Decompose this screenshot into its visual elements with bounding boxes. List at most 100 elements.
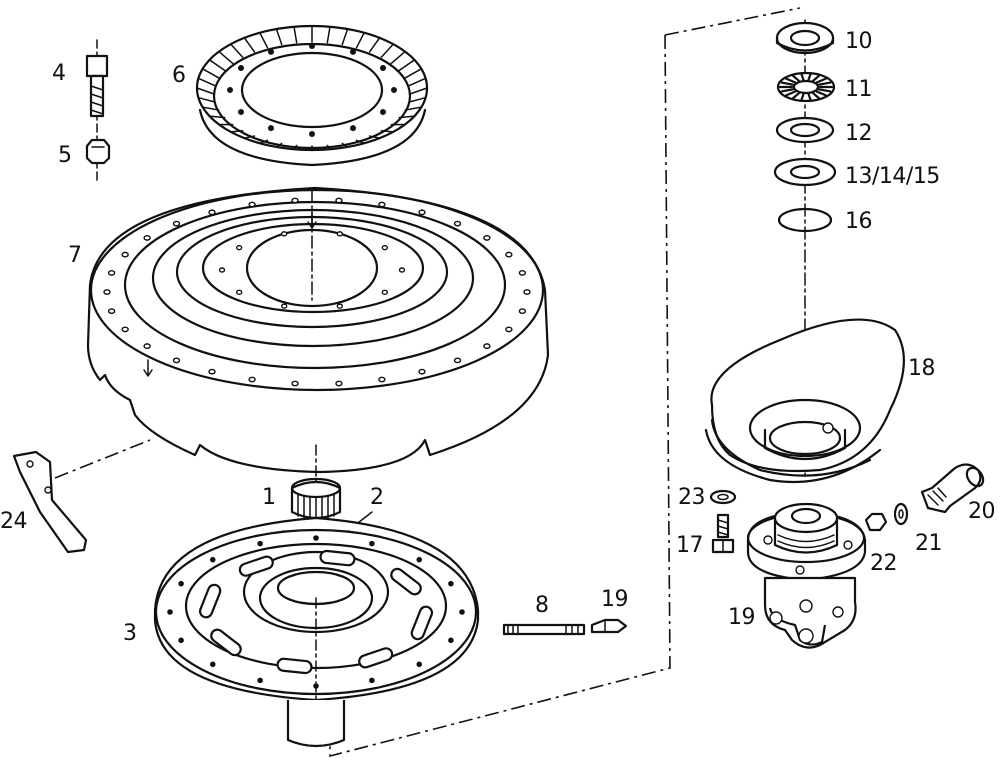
housing-rim-hole xyxy=(418,209,426,216)
gear-bolt-hole xyxy=(350,48,356,55)
gear-tooth xyxy=(208,115,226,119)
thrust-needle xyxy=(807,73,812,82)
part-5-nut xyxy=(85,138,111,165)
housing-bolt-hole xyxy=(280,231,288,237)
gear-tooth xyxy=(408,96,427,103)
housing-rim-hole xyxy=(291,197,299,204)
gear-tooth xyxy=(229,130,244,133)
label-part-12: 12 xyxy=(845,121,872,146)
gear-bolt-hole xyxy=(350,125,356,132)
gear-tooth xyxy=(229,43,244,58)
carrier-slot xyxy=(238,555,274,577)
part-12-washer xyxy=(775,116,835,144)
carrier-rim-hole xyxy=(167,609,173,615)
carrier-slot xyxy=(358,647,394,669)
gear-tooth xyxy=(326,26,331,44)
part-1-needle-bearing xyxy=(290,444,342,561)
housing-rim-hole xyxy=(291,380,299,387)
thrust-needle xyxy=(780,88,794,93)
label-part-19-bottom: 19 xyxy=(728,605,755,630)
callout-labels: 1 2 3 4 5 6 7 8 10 11 12 13/14/15 16 17 … xyxy=(0,29,996,646)
label-part-6: 6 xyxy=(172,63,186,88)
label-part-19-top: 19 xyxy=(601,587,628,612)
gear-tooth xyxy=(208,59,226,72)
housing-bolt-hole xyxy=(235,289,243,296)
housing-rim-hole xyxy=(505,326,513,333)
carrier-rim-hole xyxy=(448,580,454,587)
carrier-slot xyxy=(319,549,356,567)
gear-tooth xyxy=(408,77,427,87)
part-11-needle-thrust-bearing xyxy=(776,71,836,103)
gear-tooth xyxy=(404,68,423,79)
gear-tooth xyxy=(275,142,283,148)
housing-bolt-hole xyxy=(235,244,243,251)
label-part-23: 23 xyxy=(678,485,705,510)
thrust-needle xyxy=(815,77,828,84)
housing-rim-hole xyxy=(121,326,129,333)
housing-rim-hole xyxy=(248,201,256,208)
part-18-hopper-cup xyxy=(704,318,905,484)
housing-rim-hole xyxy=(483,235,491,241)
carrier-slot xyxy=(410,605,434,641)
gear-tooth xyxy=(326,144,331,150)
carrier-rim-hole xyxy=(369,540,375,547)
gear-tooth xyxy=(355,139,365,144)
gear-tooth xyxy=(196,87,215,95)
label-part-13-14-15: 13/14/15 xyxy=(845,164,940,189)
label-part-18: 18 xyxy=(908,356,935,381)
housing-rim-hole xyxy=(523,289,531,295)
thrust-needle xyxy=(811,74,821,83)
housing-rim-hole xyxy=(335,197,343,204)
gear-tooth xyxy=(293,144,298,150)
thrust-needle xyxy=(807,92,812,101)
gear-bolt-hole xyxy=(237,65,244,71)
thrust-needle xyxy=(815,90,828,97)
label-part-22: 22 xyxy=(870,551,897,576)
carrier-rim-hole xyxy=(448,637,454,644)
part-19-grease-nipple xyxy=(590,618,628,634)
label-part-21: 21 xyxy=(915,531,942,556)
housing-bolt-hole xyxy=(218,267,226,273)
housing-bolt-hole xyxy=(336,303,344,309)
carrier-rim-hole xyxy=(313,535,319,541)
part-20-pin xyxy=(920,463,985,514)
part-3-carrier-plate xyxy=(153,516,480,748)
thrust-needle xyxy=(780,81,794,86)
label-part-24: 24 xyxy=(0,509,27,534)
gear-tooth xyxy=(218,50,234,65)
gear-tooth xyxy=(201,68,220,79)
gear-tooth xyxy=(259,139,269,144)
carrier-rim-hole xyxy=(209,556,216,563)
gear-tooth xyxy=(341,28,349,46)
gear-tooth xyxy=(355,32,365,49)
housing-rim-hole xyxy=(103,289,111,295)
housing-bolt-hole xyxy=(280,303,288,309)
gear-tooth xyxy=(243,37,256,53)
label-part-1: 1 xyxy=(262,485,276,510)
label-part-7: 7 xyxy=(68,243,82,268)
gear-bolt-hole xyxy=(309,43,315,49)
housing-rim-hole xyxy=(121,251,129,258)
gear-tooth xyxy=(201,106,220,111)
thrust-needle xyxy=(800,73,805,82)
housing-rim-hole xyxy=(518,269,527,276)
housing-rim-hole xyxy=(378,376,386,383)
thrust-needle xyxy=(818,81,832,86)
gear-tooth xyxy=(368,37,381,53)
carrier-rim-hole xyxy=(178,637,184,644)
carrier-rim-hole xyxy=(416,661,423,668)
gear-tooth xyxy=(293,26,298,44)
part-13-shim xyxy=(773,157,837,187)
gear-bolt-hole xyxy=(227,87,233,93)
housing-rim-hole xyxy=(143,343,151,349)
housing-rim-hole xyxy=(483,343,491,349)
part-10-thrust-washer xyxy=(775,21,835,55)
label-part-10: 10 xyxy=(845,29,872,54)
carrier-rim-hole xyxy=(209,661,216,668)
housing-rim-hole xyxy=(505,251,513,258)
gear-tooth xyxy=(398,59,416,72)
label-part-16: 16 xyxy=(845,209,872,234)
gear-tooth xyxy=(259,32,269,49)
gear-tooth xyxy=(404,106,423,111)
